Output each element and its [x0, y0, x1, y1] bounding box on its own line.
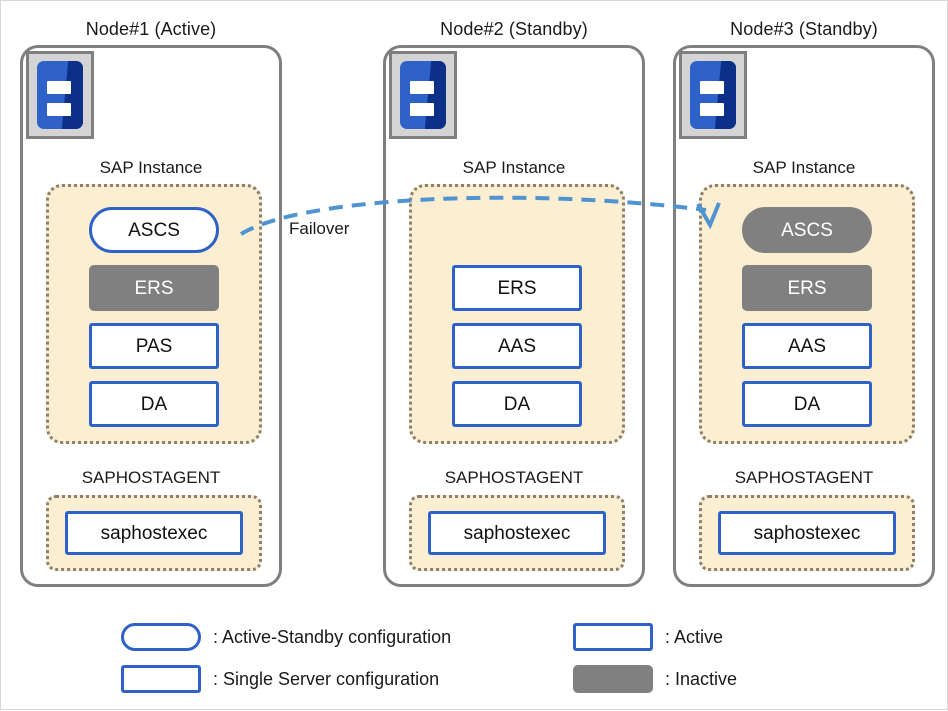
instance-label: ERS: [497, 277, 537, 299]
sap-instance-caption-2: SAP Instance: [462, 158, 566, 177]
instance-label: DA: [503, 393, 531, 415]
legend-swatch-active-icon: [573, 623, 653, 651]
server-icon-bar-bottom: [47, 103, 72, 116]
legend-swatch-rect-icon: [121, 665, 201, 693]
server-icon: [679, 51, 747, 139]
node-container-2[interactable]: SAP Instance ERS AAS DA SAPHOSTAGENT sap…: [383, 45, 645, 587]
saphostagent-caption-3: SAPHOSTAGENT: [734, 468, 874, 487]
instance-slot-empty-node2: [452, 207, 582, 253]
failover-label: Failover: [289, 219, 350, 238]
instance-box-da-node2[interactable]: DA: [452, 381, 582, 427]
instance-label: saphostexec: [100, 522, 208, 544]
server-icon: [389, 51, 457, 139]
instance-label: DA: [793, 393, 821, 415]
legend-label: : Single Server configuration: [213, 668, 440, 689]
instance-box-ers-node1[interactable]: ERS: [89, 265, 219, 311]
server-icon-body: [690, 61, 736, 129]
legend-swatch-pill-icon: [121, 623, 201, 651]
legend-label: : Active: [665, 626, 724, 647]
instance-box-da-node3[interactable]: DA: [742, 381, 872, 427]
instance-label: ASCS: [128, 219, 180, 241]
instance-label: AAS: [497, 335, 537, 357]
server-icon-body: [400, 61, 446, 129]
instance-box-ascs-node1[interactable]: ASCS: [89, 207, 219, 253]
instance-label: saphostexec: [463, 522, 571, 544]
instance-box-saphostexec-node1[interactable]: saphostexec: [65, 511, 243, 555]
server-icon-body: [37, 61, 83, 129]
node-title-1: Node#1 (Active): [85, 19, 217, 39]
server-icon-bar-bottom: [410, 103, 435, 116]
sap-instance-caption-3: SAP Instance: [752, 158, 856, 177]
legend-label: : Active-Standby configuration: [213, 626, 452, 647]
instance-label: AAS: [787, 335, 827, 357]
server-icon-bar-top: [47, 81, 72, 94]
node-title-3: Node#3 (Standby): [730, 19, 878, 39]
legend-item-active-standby: : Active-Standby configuration: [121, 623, 451, 651]
saphostagent-caption-1: SAPHOSTAGENT: [81, 468, 221, 487]
legend-label: : Inactive: [665, 668, 738, 689]
legend-item-active: : Active: [573, 623, 723, 651]
node-container-1[interactable]: SAP Instance ASCS ERS PAS DA SAPHOSTAGEN…: [20, 45, 282, 587]
instance-box-saphostexec-node3[interactable]: saphostexec: [718, 511, 896, 555]
instance-label: ERS: [134, 277, 174, 299]
legend-swatch-inactive-icon: [573, 665, 653, 693]
server-icon: [26, 51, 94, 139]
saphostagent-caption-2: SAPHOSTAGENT: [444, 468, 584, 487]
instance-box-ers-node3[interactable]: ERS: [742, 265, 872, 311]
instance-box-ers-node2[interactable]: ERS: [452, 265, 582, 311]
instance-box-saphostexec-node2[interactable]: saphostexec: [428, 511, 606, 555]
instance-box-aas-node3[interactable]: AAS: [742, 323, 872, 369]
instance-label: PAS: [135, 335, 173, 357]
instance-box-aas-node2[interactable]: AAS: [452, 323, 582, 369]
instance-label: saphostexec: [753, 522, 861, 544]
node-container-3[interactable]: SAP Instance ASCS ERS AAS DA SAPHOSTAGEN…: [673, 45, 935, 587]
sap-instance-caption-1: SAP Instance: [99, 158, 203, 177]
instance-label: DA: [140, 393, 168, 415]
instance-label: ASCS: [781, 219, 833, 241]
instance-box-ascs-node3[interactable]: ASCS: [742, 207, 872, 253]
legend: : Active-Standby configuration : Single …: [121, 615, 921, 699]
node-title-2: Node#2 (Standby): [440, 19, 588, 39]
instance-box-pas-node1[interactable]: PAS: [89, 323, 219, 369]
instance-label: ERS: [787, 277, 827, 299]
server-icon-bar-top: [700, 81, 725, 94]
legend-item-inactive: : Inactive: [573, 665, 737, 693]
instance-box-da-node1[interactable]: DA: [89, 381, 219, 427]
server-icon-bar-top: [410, 81, 435, 94]
legend-item-single-server: : Single Server configuration: [121, 665, 439, 693]
server-icon-bar-bottom: [700, 103, 725, 116]
